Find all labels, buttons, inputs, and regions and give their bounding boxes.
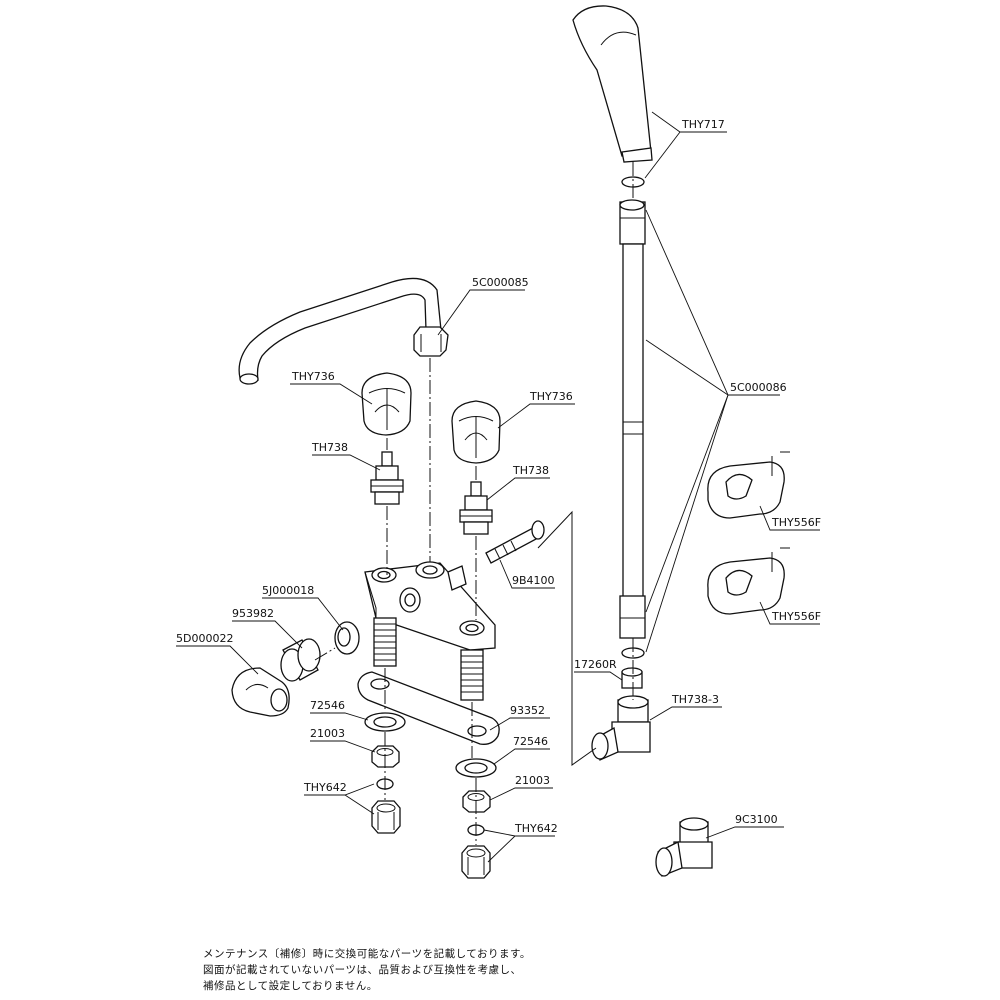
center-lines	[314, 162, 634, 845]
handle-left	[361, 372, 412, 436]
label-spout: 5C000085	[472, 276, 529, 289]
lever-part	[231, 667, 290, 717]
ring-part	[280, 638, 321, 682]
note-line-1: メンテナンス〔補修〕時に交換可能なパーツを記載しております。	[203, 948, 531, 960]
label-elbow: TH738-3	[671, 693, 719, 706]
cartridge-left	[370, 451, 404, 505]
label-lever: 5D000022	[176, 632, 233, 645]
handle-right	[451, 400, 501, 464]
label-handle-right: THY736	[529, 390, 573, 403]
hose-part	[619, 176, 646, 659]
label-packing: 17260R	[574, 658, 617, 671]
part-labels: 5C000085 THY736 THY736 TH738 TH738 THY71…	[176, 118, 821, 835]
label-union-left: THY642	[303, 781, 347, 794]
note-line-2: 図面が記載されていないパーツは、品質および互換性を考慮し、	[203, 964, 522, 976]
label-union-right: THY642	[514, 822, 558, 835]
label-washer-left: 72546	[310, 699, 345, 712]
union-left	[371, 800, 401, 834]
shower-head	[572, 5, 653, 163]
label-nut-left: 21003	[310, 727, 345, 740]
cartridge-right	[459, 481, 493, 535]
union-right	[461, 845, 491, 879]
cap-part	[334, 621, 360, 655]
label-washer-right: 72546	[513, 735, 548, 748]
label-plate: 93352	[510, 704, 545, 717]
elbow-part	[591, 695, 651, 761]
label-hose: 5C000086	[730, 381, 787, 394]
label-adapter: 9C3100	[735, 813, 778, 826]
label-handle-left: THY736	[291, 370, 335, 383]
packing-part	[621, 667, 643, 689]
shank-threads	[374, 623, 483, 693]
label-shower-head: THY717	[681, 118, 725, 131]
label-hook-upper: THY556F	[771, 516, 821, 529]
leader-lines	[176, 111, 820, 863]
note-line-3: 補修品として設定しておりません。	[203, 980, 378, 992]
label-cartridge-right: TH738	[512, 464, 549, 477]
label-ring: 953982	[232, 607, 274, 620]
label-diverter-pin: 9B4100	[512, 574, 555, 587]
label-cartridge-left: TH738	[311, 441, 348, 454]
adapter-part	[655, 817, 713, 877]
label-hook-lower: THY556F	[771, 610, 821, 623]
label-nut-right: 21003	[515, 774, 550, 787]
hook-lower	[707, 547, 790, 615]
label-cap: 5J000018	[262, 584, 314, 597]
spout-part	[238, 277, 449, 385]
hook-upper	[707, 451, 790, 519]
diverter-pin	[485, 520, 545, 564]
washer-left	[364, 712, 406, 732]
washer-right	[455, 758, 497, 778]
